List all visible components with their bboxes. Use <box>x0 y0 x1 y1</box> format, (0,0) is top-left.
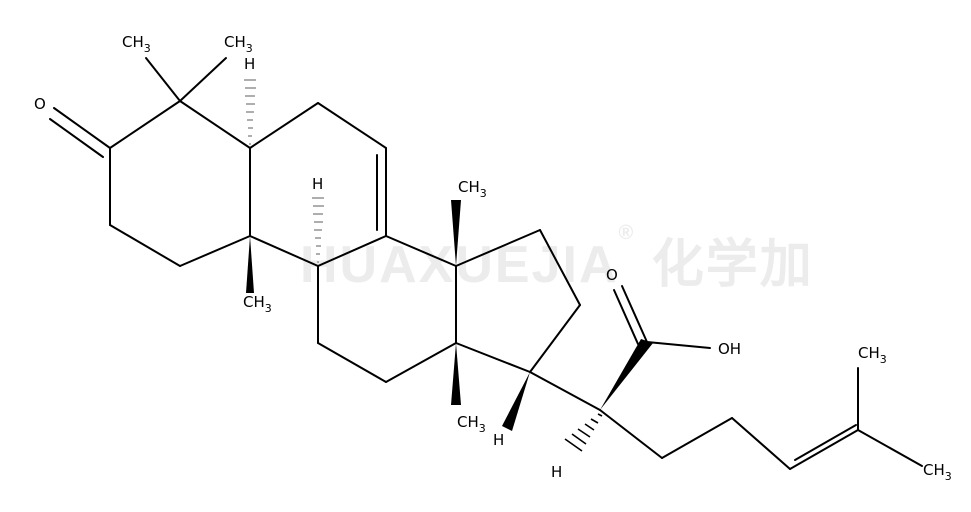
bond <box>621 285 648 343</box>
bond <box>646 341 711 349</box>
bond <box>577 428 591 438</box>
bond <box>179 57 227 102</box>
bond <box>584 423 595 431</box>
bond <box>539 229 581 306</box>
hashed-bonds-dark <box>564 413 603 452</box>
bond <box>317 342 387 383</box>
bond <box>455 342 531 373</box>
acid-oxygen-label: O <box>606 266 618 284</box>
bond <box>613 289 639 345</box>
bond-lines <box>49 57 923 470</box>
bond <box>731 417 791 470</box>
bond <box>661 417 733 459</box>
bond <box>249 235 319 267</box>
h-label: H <box>244 55 255 73</box>
bond <box>317 102 387 149</box>
h-label: H <box>551 463 562 481</box>
bond <box>451 343 461 405</box>
bond <box>597 413 603 417</box>
bond <box>529 304 581 373</box>
bond <box>385 342 457 383</box>
bond <box>246 236 254 293</box>
ketone-oxygen-label: O <box>34 95 46 113</box>
h-label: H <box>493 431 504 449</box>
bond <box>145 57 181 102</box>
bond <box>857 429 923 467</box>
bond <box>600 339 653 410</box>
wedge-bonds <box>246 200 653 431</box>
bond <box>109 224 181 267</box>
bond <box>502 372 530 431</box>
methyl-label: CH3 <box>457 413 486 435</box>
bond <box>53 107 111 149</box>
bond <box>564 438 583 452</box>
bond <box>49 118 104 158</box>
methyl-label: CH3 <box>923 461 952 483</box>
bond <box>109 100 181 149</box>
methyl-label: CH3 <box>122 33 151 55</box>
methyl-label: CH3 <box>458 178 487 200</box>
bond <box>599 409 663 459</box>
bond <box>794 424 857 461</box>
hydroxyl-label: OH <box>718 340 741 358</box>
hashed-bonds <box>244 79 324 263</box>
bond <box>451 200 461 266</box>
methyl-label: CH3 <box>858 344 887 366</box>
methyl-label: CH3 <box>224 33 253 55</box>
bond <box>590 418 599 424</box>
bond <box>455 229 541 267</box>
bond <box>571 433 587 445</box>
bond <box>179 100 251 149</box>
bond <box>317 235 387 267</box>
h-label: H <box>312 175 323 193</box>
bond <box>249 102 319 149</box>
bond <box>789 429 859 470</box>
bond <box>179 235 251 267</box>
bond <box>385 235 457 267</box>
bond <box>529 371 601 411</box>
methyl-label: CH3 <box>243 293 272 315</box>
